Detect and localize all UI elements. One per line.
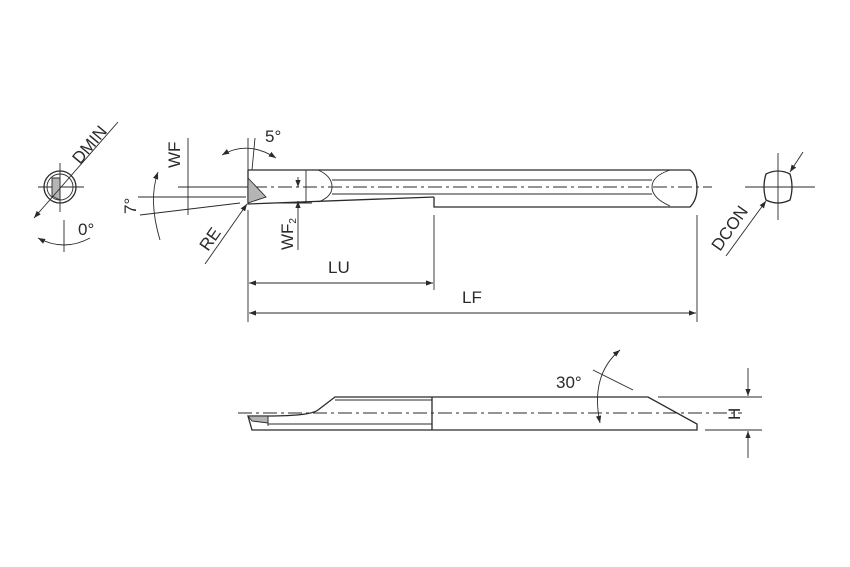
re-label: RE [196, 224, 225, 254]
lf-label: LF [462, 288, 482, 307]
wf-label: WF [165, 142, 184, 168]
five-degree-label: 5° [265, 127, 281, 146]
front-end-view: DMIN 0° [33, 121, 119, 252]
lu-label: LU [328, 258, 350, 277]
zero-degree-label: 0° [78, 220, 94, 239]
wf2-text: WF [278, 224, 297, 250]
dcon-label: DCON [708, 202, 752, 254]
wf2-subscript: 2 [288, 218, 299, 224]
seven-degree-label: 7° [121, 198, 140, 214]
h-label: H [725, 408, 744, 420]
top-view: WF 7° 5° RE WF2 LU LF [121, 127, 712, 322]
side-view: 30° H [238, 349, 762, 458]
wf2-label: WF2 [278, 218, 299, 250]
dmin-label: DMIN [69, 122, 111, 167]
thirty-degree-label: 30° [556, 373, 582, 392]
shank-end-view: DCON [708, 151, 815, 257]
